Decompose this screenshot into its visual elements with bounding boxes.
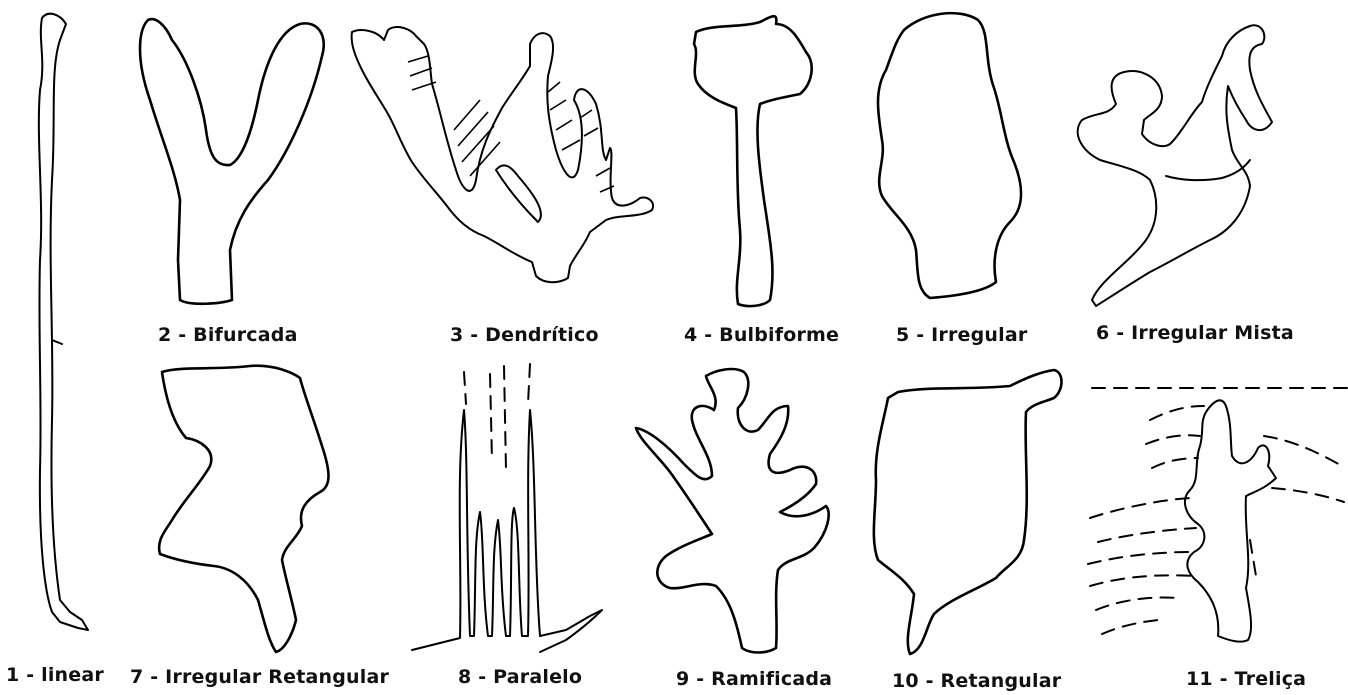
shape-irregular-mista — [1078, 25, 1272, 306]
irregular-mista-outline — [1078, 25, 1272, 306]
shape-bulbiforme — [694, 16, 812, 306]
irregular-outline — [878, 13, 1021, 298]
shape-ramificada — [636, 369, 829, 652]
paralelo-dashed-lines — [464, 364, 530, 470]
linear-outline — [39, 14, 88, 630]
dendritico-inner-channel — [496, 165, 541, 222]
shape-dendritico — [352, 27, 653, 282]
shape-linear — [39, 14, 88, 630]
irregular-retangular-outline — [159, 366, 328, 652]
shape-irregular — [878, 13, 1021, 298]
bulbiforme-outline — [694, 16, 812, 306]
label-irregular-retangular: 7 - Irregular Retangular — [130, 666, 389, 688]
bifurcada-outline — [140, 19, 324, 304]
paralelo-outline — [412, 410, 602, 652]
linear-notch — [52, 340, 62, 344]
label-bifurcada: 2 - Bifurcada — [158, 324, 298, 346]
label-ramificada: 9 - Ramificada — [676, 668, 832, 690]
label-retangular: 10 - Retangular — [892, 670, 1061, 692]
label-paralelo: 8 - Paralelo — [458, 666, 582, 688]
irregular-mista-inner — [1166, 160, 1250, 180]
label-irregular: 5 - Irregular — [896, 324, 1027, 346]
shape-irregular-retangular — [159, 366, 328, 652]
label-linear: 1 - linear — [6, 664, 104, 686]
dendritico-hatching — [408, 56, 614, 192]
retangular-outline — [874, 370, 1062, 654]
dendritico-outline — [352, 27, 653, 282]
label-dendritico: 3 - Dendrítico — [450, 324, 599, 346]
label-trelica: 11 - Treliça — [1186, 668, 1306, 690]
shape-retangular — [874, 370, 1062, 654]
shape-paralelo — [412, 364, 602, 652]
ramificada-outline — [636, 369, 829, 652]
trelica-dashed-lines — [1088, 388, 1348, 634]
label-irregular-mista: 6 - Irregular Mista — [1096, 322, 1294, 344]
label-bulbiforme: 4 - Bulbiforme — [684, 324, 839, 346]
shape-trelica — [1088, 388, 1348, 642]
shape-bifurcada — [140, 19, 324, 304]
